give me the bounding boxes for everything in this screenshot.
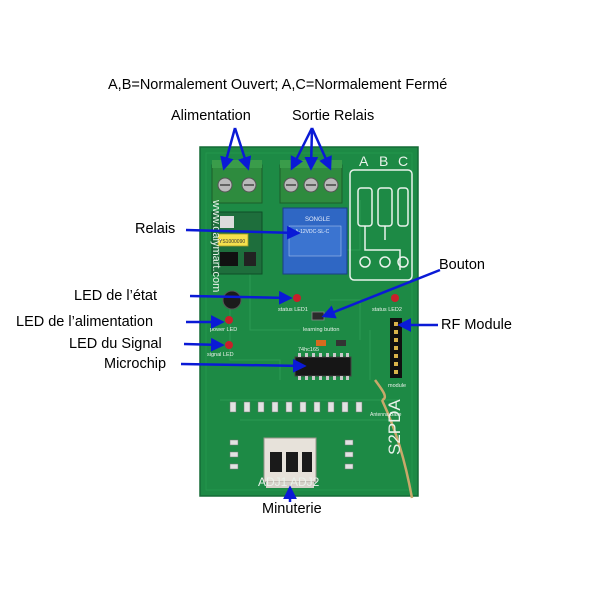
- relay-brand-silk: SONGLE: [305, 217, 330, 223]
- status-led2-silk: status LED2: [372, 307, 402, 313]
- callout-power-led: LED de l’alimentation: [16, 314, 154, 330]
- callout-signal-led: LED du Signal: [69, 336, 162, 352]
- relay-model-silk: SLA-12VDC-SL-C: [289, 229, 330, 235]
- cap-silk: YS1000090: [219, 239, 245, 245]
- learning-button-silk: learning button: [303, 327, 339, 333]
- power-module: [211, 211, 263, 275]
- callout-minuterie: Minuterie: [262, 501, 322, 517]
- callout-alimentation: Alimentation: [171, 108, 251, 124]
- terminal-letter-a: A: [359, 153, 369, 169]
- timer-dip-block: [263, 437, 317, 488]
- callout-relais: Relais: [135, 221, 176, 237]
- contact-terminal-outline: [349, 169, 413, 281]
- resistor-row: [229, 401, 363, 470]
- callout-rf-module: RF Module: [441, 317, 512, 333]
- callout-status-led: LED de l’état: [74, 288, 158, 304]
- antenna-silk: Antenna Base: [370, 412, 402, 418]
- terminal-letter-b: B: [379, 153, 388, 169]
- chip-silk: 74hc165: [298, 347, 319, 353]
- terminal-letter-c: C: [398, 153, 408, 169]
- rf-module-header: [390, 318, 402, 378]
- pcb-traces: [220, 200, 400, 421]
- adj-silk: ADJ1 ADJ2: [258, 475, 320, 489]
- callout-microchip: Microchip: [104, 356, 167, 372]
- callout-bouton: Bouton: [439, 257, 485, 273]
- capacitor: [222, 290, 242, 310]
- contact-note: A,B=Normalement Ouvert; A,C=Normalement …: [108, 77, 448, 93]
- signal-led-component: [225, 341, 233, 349]
- status-led1-silk: status LED1: [278, 307, 308, 313]
- status-led2-component: [391, 294, 399, 302]
- signal-led-silk: signal LED: [207, 352, 234, 358]
- status-led1-component: [293, 294, 301, 302]
- power-led-silk: power LED: [210, 327, 237, 333]
- antenna-wire: [380, 399, 414, 499]
- power-terminal-block: [211, 160, 263, 204]
- learning-button-component: [311, 311, 325, 321]
- power-led-component: [225, 316, 233, 324]
- callout-arrows: [180, 127, 441, 502]
- callout-sortie-relais: Sortie Relais: [292, 108, 375, 124]
- model-silk: S2PDA: [385, 399, 404, 455]
- module-silk: module: [388, 383, 406, 389]
- website-silk: www.dalymart.com: [210, 199, 222, 292]
